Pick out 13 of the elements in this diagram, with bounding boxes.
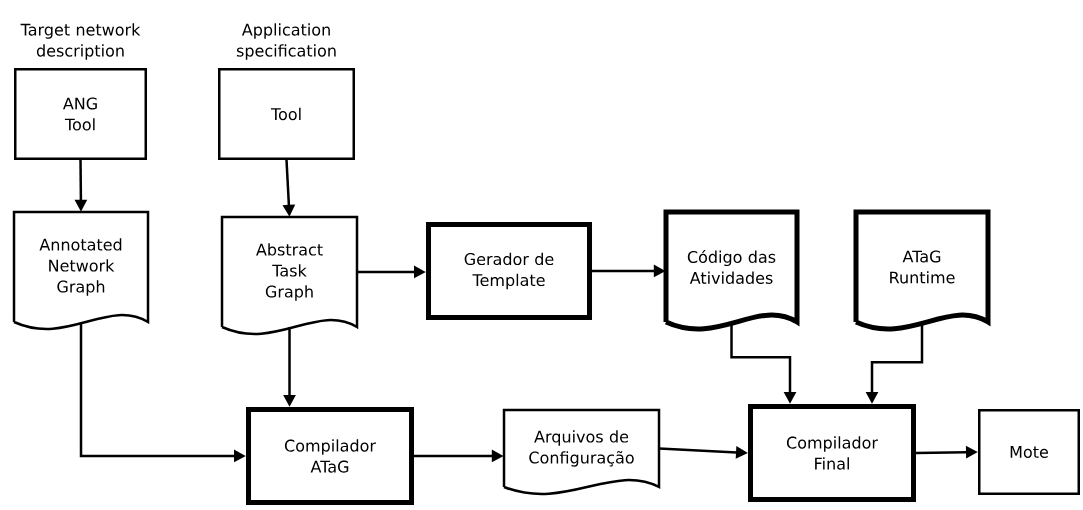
process-box: Gerador de Template — [426, 222, 592, 320]
document-shape: Código das Atividades — [663, 209, 800, 332]
document-shape: Arquivos de Configuração — [502, 408, 661, 495]
document-shape: Abstract Task Graph — [220, 215, 359, 335]
heading-text: Application specification — [236, 23, 336, 60]
heading-text: Target network description — [20, 23, 141, 60]
process-box: ANG Tool — [14, 68, 147, 160]
process-box: Tool — [218, 68, 355, 160]
process-box: Compilador ATaG — [246, 407, 414, 505]
process-box: Mote — [978, 409, 1080, 495]
document-shape: ATaG Runtime — [853, 209, 991, 332]
process-box: Compilador Final — [748, 404, 916, 502]
document-shape: Annotated Network Graph — [12, 210, 150, 330]
